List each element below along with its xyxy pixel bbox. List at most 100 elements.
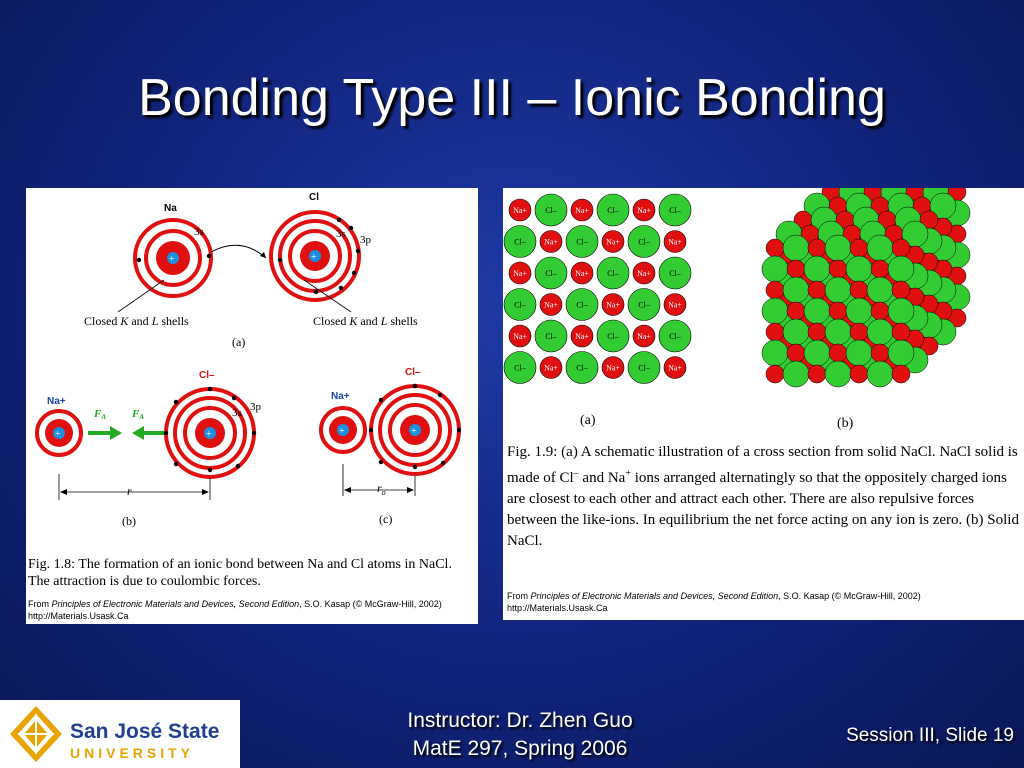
cl-ion-label: Cl– <box>669 206 682 215</box>
na-ion <box>539 293 563 316</box>
cl-ion-label: Cl– <box>576 364 589 373</box>
na-ion-label: Na+ <box>637 332 651 341</box>
cl-ion <box>761 339 789 367</box>
na-ion-label-c: Na+ <box>331 391 350 402</box>
na-ion <box>765 280 785 300</box>
cl-ion <box>658 193 692 227</box>
na-ion-label: Na+ <box>544 238 558 247</box>
cl-ion <box>503 225 537 258</box>
distance-r-label: r <box>127 484 132 498</box>
cl-ion <box>627 288 661 321</box>
logo-line2: UNIVERSITY <box>70 745 194 761</box>
na-ion-label: Na+ <box>606 238 620 247</box>
cl-ion <box>761 297 789 325</box>
na-label-a: Na <box>164 203 177 214</box>
na-ion <box>601 230 625 253</box>
na-ion <box>601 356 625 379</box>
cl-ion-label: Cl– <box>669 269 682 278</box>
distance-ro-label: ro <box>377 481 386 497</box>
cl-ion <box>565 288 599 321</box>
na-ion-label: Na+ <box>668 364 682 373</box>
cl-ion <box>627 225 661 258</box>
na-ion <box>786 259 806 279</box>
distance-r-marker <box>58 474 211 500</box>
cl-ion <box>845 297 873 325</box>
cl-ion <box>596 319 630 353</box>
cl-nucleus-b: + <box>206 429 212 440</box>
cl-ion <box>658 256 692 290</box>
na-ion <box>828 259 848 279</box>
na-ion <box>807 322 827 342</box>
slide-title: Bonding Type III – Ionic Bonding <box>138 69 886 127</box>
na-ion <box>891 322 911 342</box>
subfigure-b-label-19: (b) <box>837 416 854 431</box>
na-ion-label: Na+ <box>513 269 527 278</box>
cl-ion <box>782 360 810 388</box>
figure-1-8-diagram: Na 3s + Cl 3s 3p + Closed K and L <box>35 192 462 528</box>
cl-ion <box>866 318 894 346</box>
na-ion-label-b: Na+ <box>47 396 66 407</box>
cl-nucleus-c: + <box>411 426 417 437</box>
cl-ion <box>782 234 810 262</box>
cl-ion-label: Cl– <box>638 301 651 310</box>
na-ion <box>663 230 687 253</box>
cl-ion <box>596 193 630 227</box>
electron-transfer-arrow <box>210 244 267 259</box>
cl-ion <box>503 288 537 321</box>
cl-ion-label: Cl– <box>638 364 651 373</box>
cl-ion <box>887 339 915 367</box>
na-ion <box>849 238 869 258</box>
cl-ion <box>565 225 599 258</box>
cl-ion-label: Cl– <box>607 332 620 341</box>
na-ion-label: Na+ <box>637 206 651 215</box>
na-ion <box>786 343 806 363</box>
na-ion <box>870 259 890 279</box>
cl-ion <box>503 351 537 384</box>
cl-ion-label: Cl– <box>514 238 527 247</box>
cl-shell-s-label-b: 3s <box>232 407 242 419</box>
cl-atom-a <box>269 210 361 302</box>
cl-ion <box>824 234 852 262</box>
na-ion <box>870 343 890 363</box>
na-ion <box>849 364 869 384</box>
subfigure-a-label: (a) <box>232 335 245 349</box>
cl-ion-label: Cl– <box>576 301 589 310</box>
sjsu-emblem-icon <box>10 706 62 762</box>
na-ion <box>539 230 563 253</box>
cl-ion <box>761 255 789 283</box>
footer-instructor: Instructor: Dr. Zhen Guo <box>407 709 633 732</box>
cl-shell-s-label-a: 3s <box>336 228 346 240</box>
na-ion <box>765 238 785 258</box>
sjsu-logo: San José State UNIVERSITY <box>0 700 240 768</box>
na-ion-label: Na+ <box>606 364 620 373</box>
cl-ion <box>658 319 692 353</box>
na-ion <box>807 364 827 384</box>
na-ion <box>632 261 656 285</box>
figure-1-9-caption: Fig. 1.9: (a) A schematic illustration o… <box>507 444 1019 549</box>
na-ion-label: Na+ <box>668 301 682 310</box>
figure-1-8-caption: Fig. 1.8: The formation of an ionic bond… <box>28 557 452 589</box>
footer-slide-number: Session III, Slide 19 <box>846 725 1014 746</box>
cl-ion-label: Cl– <box>638 238 651 247</box>
cl-ion <box>887 297 915 325</box>
cl-ion-label: Cl– <box>545 206 558 215</box>
na-ion <box>849 322 869 342</box>
na-nucleus-a: + <box>169 254 175 265</box>
na-ion-label: Na+ <box>513 206 527 215</box>
na-ion <box>570 198 594 222</box>
na-ion <box>891 364 911 384</box>
cl-ion-b <box>163 386 257 479</box>
cl-ion <box>866 360 894 388</box>
na-ion-label: Na+ <box>668 238 682 247</box>
force-label-right: FA <box>131 408 144 421</box>
footer-course: MatE 297, Spring 2006 <box>412 737 628 760</box>
na-ion <box>870 301 890 321</box>
cl-ion <box>887 255 915 283</box>
na-ion-label: Na+ <box>544 301 558 310</box>
na-ion-label: Na+ <box>637 269 651 278</box>
na-ion-b <box>35 409 83 457</box>
force-label-left: FA <box>93 408 106 421</box>
na-ion <box>663 293 687 316</box>
na-ion <box>828 343 848 363</box>
cl-ion-label: Cl– <box>669 332 682 341</box>
